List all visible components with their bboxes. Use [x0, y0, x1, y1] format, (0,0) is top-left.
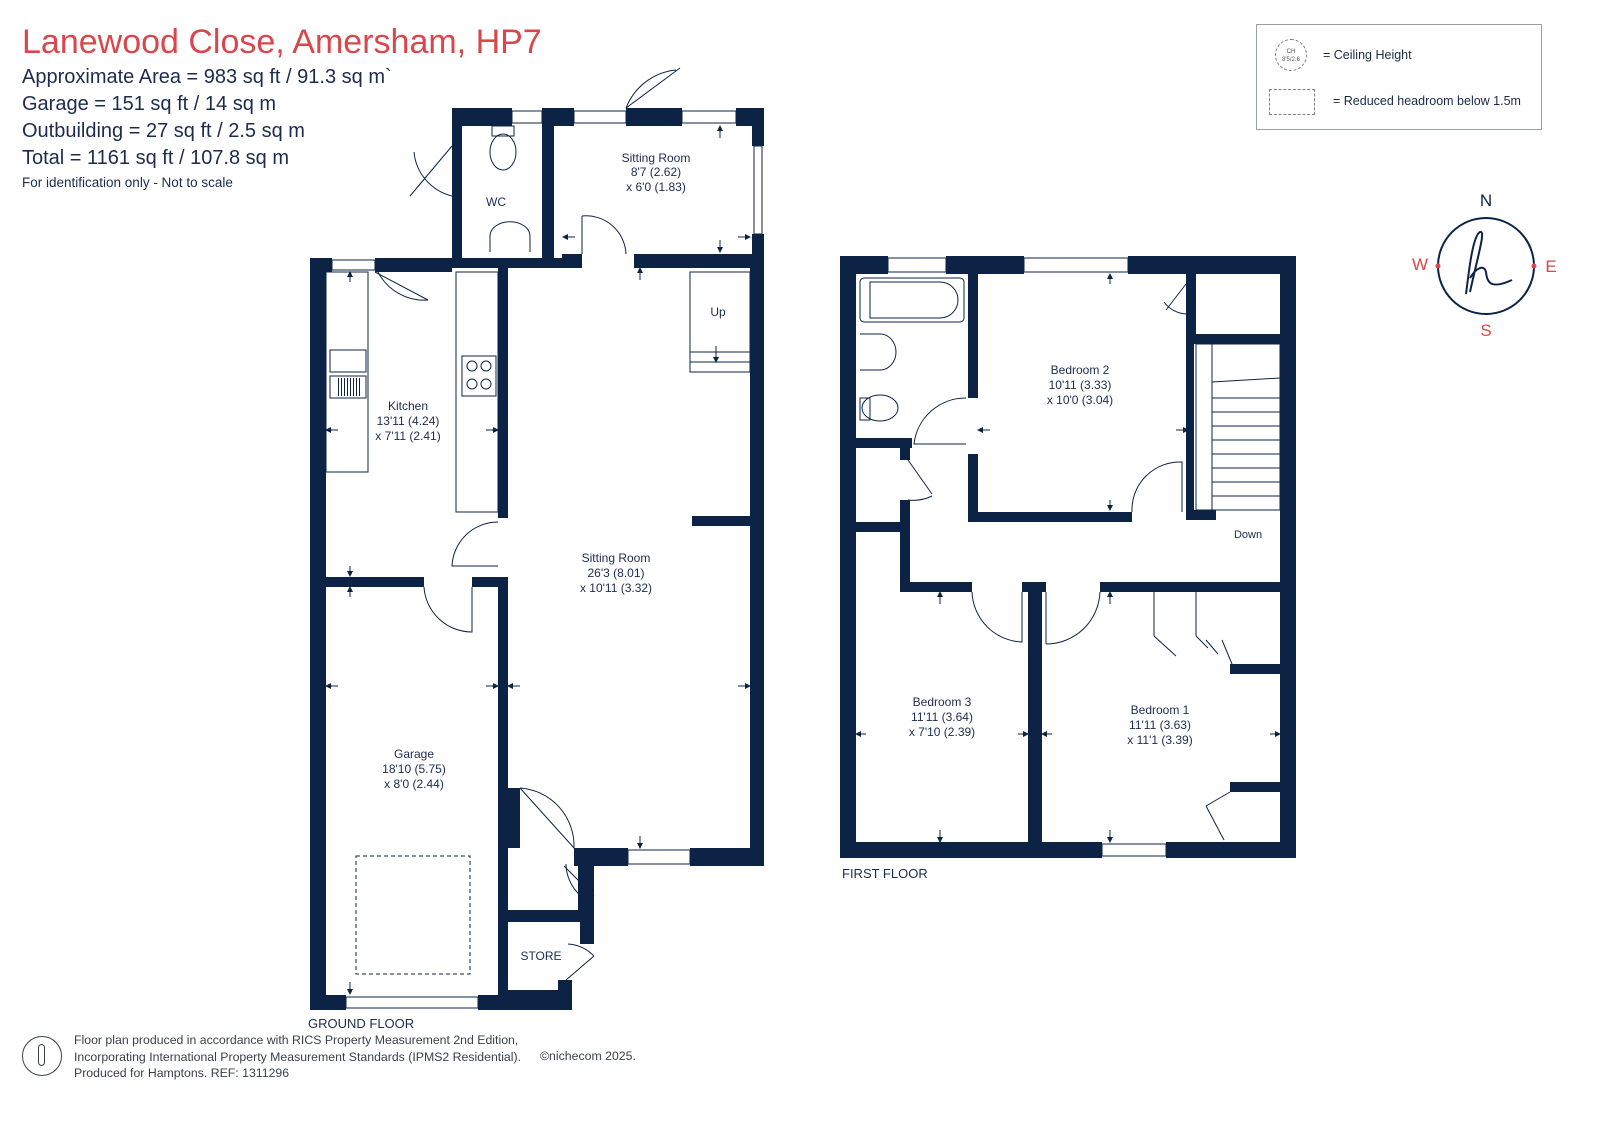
sitting-main-dim1: 26'3 (8.01) — [588, 566, 645, 580]
ground-floor-walls — [310, 108, 764, 1010]
bedroom1-dim1: 11'11 (3.63) — [1129, 718, 1191, 732]
first-floor-dimension-ticks — [855, 273, 1281, 843]
first-floor-details — [859, 257, 1281, 857]
footer-line-1: Floor plan produced in accordance with R… — [74, 1033, 519, 1047]
footer-text: Floor plan produced in accordance with R… — [74, 1032, 521, 1082]
garage-dim2: x 8'0 (2.44) — [384, 777, 444, 791]
total-area: Total = 1161 sq ft / 107.8 sq m — [22, 147, 290, 169]
bedroom2-dim1: 10'11 (3.33) — [1049, 378, 1112, 392]
ground-floor-dimension-ticks — [325, 125, 751, 995]
bedroom3-name: Bedroom 3 — [913, 695, 972, 709]
bedroom3-dim2: x 7'10 (2.39) — [909, 725, 975, 739]
garage-dim1: 18'10 (5.75) — [382, 762, 446, 776]
kitchen-name: Kitchen — [388, 399, 428, 413]
kitchen-dim1: 13'11 (4.24) — [377, 414, 440, 428]
sitting-small-dim2: x 6'0 (1.83) — [626, 180, 686, 194]
property-title: Lanewood Close, Amersham, HP7 — [22, 23, 542, 61]
sitting-small-dim1: 8'7 (2.62) — [631, 165, 681, 179]
ceiling-height-label: = Ceiling Height — [1323, 48, 1412, 62]
store-label: STORE — [520, 949, 561, 963]
reduced-headroom-icon — [1269, 89, 1315, 115]
bedroom2-name: Bedroom 2 — [1051, 363, 1110, 377]
footer-line-2: Incorporating International Property Mea… — [74, 1049, 522, 1064]
compass-north: N — [1480, 191, 1492, 210]
first-floor-label: FIRST FLOOR — [842, 866, 928, 881]
stairs-up-label: Up — [710, 305, 726, 319]
sitting-main-name: Sitting Room — [582, 551, 651, 565]
first-floor-stair-treads — [1212, 397, 1280, 497]
ground-floor-details — [325, 67, 763, 1009]
compass-west: W — [1412, 255, 1428, 274]
bedroom3-dim1: 11'11 (3.64) — [911, 710, 973, 724]
header: Lanewood Close, Amersham, HP7 Approximat… — [22, 20, 542, 190]
copyright: ©nichecom 2025. — [540, 1049, 636, 1063]
wc-label: WC — [486, 195, 506, 209]
sitting-main-dim2: x 10'11 (3.32) — [580, 581, 652, 595]
footer-line-3: Produced for Hamptons. REF: 1311296 — [74, 1066, 290, 1080]
ground-floor-sink-lines — [338, 378, 360, 396]
first-floor-walls — [840, 256, 1296, 858]
identification-note: For identification only - Not to scale — [22, 175, 233, 190]
bedroom1-name: Bedroom 1 — [1131, 703, 1190, 717]
ground-floor-label: GROUND FLOOR — [308, 1016, 414, 1031]
garage-name: Garage — [394, 747, 434, 761]
approximate-area: Approximate Area = 983 sq ft / 91.3 sq m… — [22, 66, 392, 88]
stairs-down-label: Down — [1234, 529, 1262, 541]
outbuilding-area: Outbuilding = 27 sq ft / 2.5 sq m — [22, 120, 305, 142]
compass-south: S — [1480, 321, 1491, 340]
compass-east: E — [1545, 257, 1556, 276]
info-icon — [22, 1036, 62, 1076]
bedroom1-dim2: x 11'1 (3.39) — [1127, 733, 1192, 747]
compass: N S W E — [1412, 191, 1557, 340]
bedroom2-dim2: x 10'0 (3.04) — [1047, 393, 1113, 407]
reduced-headroom-label: = Reduced headroom below 1.5m — [1333, 94, 1521, 108]
sitting-small-name: Sitting Room — [622, 151, 691, 165]
garage-area: Garage = 151 sq ft / 14 sq m — [22, 93, 277, 115]
kitchen-dim2: x 7'11 (2.41) — [375, 429, 440, 443]
